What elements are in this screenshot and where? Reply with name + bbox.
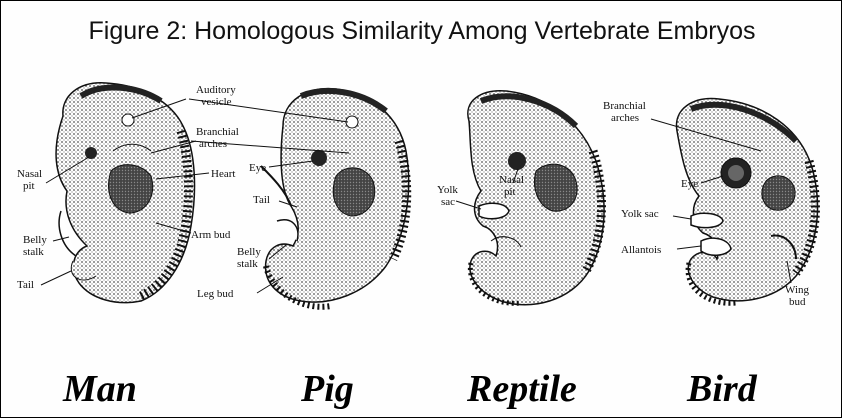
label-arm-bud: Arm bud <box>191 229 231 241</box>
label-heart: Heart <box>211 168 235 180</box>
reptile-embryo <box>468 91 604 305</box>
label-branchial: Branchial <box>603 100 646 112</box>
bird-embryo <box>676 99 817 304</box>
label-yolk-sac: Yolk sac <box>621 208 659 220</box>
label-tail: Tail <box>17 279 34 291</box>
label-allantois: Allantois <box>621 244 661 256</box>
leader-line <box>673 216 691 219</box>
label-yolk: Yolk <box>437 184 458 196</box>
label-wing: Wing <box>785 284 809 296</box>
caption-reptile: Reptile <box>467 367 577 411</box>
label-stalk: stalk <box>237 258 258 270</box>
label-stalk: stalk <box>23 246 44 258</box>
label-pit: pit <box>504 186 516 198</box>
label-nasal: Nasal <box>17 168 42 180</box>
label-nasal: Nasal <box>499 174 524 186</box>
man-embryo <box>56 83 194 303</box>
caption-pig: Pig <box>301 367 354 411</box>
label-belly: Belly <box>23 234 47 246</box>
caption-man: Man <box>63 367 137 411</box>
pig-embryo <box>261 89 409 307</box>
label-vesicle: vesicle <box>201 96 232 108</box>
label-sac: sac <box>441 196 455 208</box>
label-leg-bud: Leg bud <box>197 288 234 300</box>
label-arches: arches <box>611 112 639 124</box>
label-arches: arches <box>199 138 227 150</box>
caption-bird: Bird <box>687 367 757 411</box>
leader-line <box>677 246 701 249</box>
leader-line <box>41 271 71 285</box>
label-auditory: Auditory <box>196 84 236 96</box>
label-branchial: Branchial <box>196 126 239 138</box>
label-tail: Tail <box>253 194 270 206</box>
label-bud: bud <box>789 296 806 308</box>
label-eye: Eye <box>681 178 698 190</box>
label-belly: Belly <box>237 246 261 258</box>
label-pit: pit <box>23 180 35 192</box>
label-eye: Eye <box>249 162 266 174</box>
